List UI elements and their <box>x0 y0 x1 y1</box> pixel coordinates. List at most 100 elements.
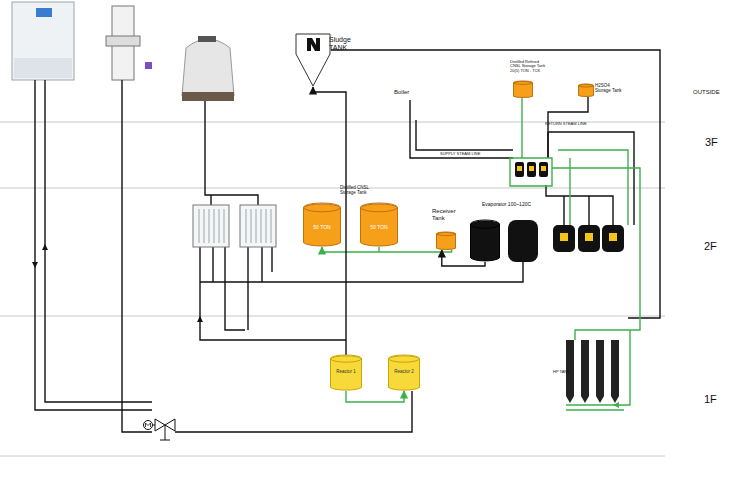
product-pipe <box>558 150 628 225</box>
tower-base <box>182 92 234 101</box>
tank-top <box>471 220 500 228</box>
tank-node: Reactor 1 <box>330 355 362 391</box>
black-tanks <box>508 162 624 262</box>
tank-top <box>361 203 398 212</box>
scrubber-band <box>106 36 140 46</box>
tank-node: Reactor 2 <box>388 355 420 391</box>
motor-mark <box>146 423 151 427</box>
chiller-base <box>14 58 72 78</box>
floor-label: RETURN STEAM LINE <box>545 122 605 126</box>
tank-logo <box>560 233 568 241</box>
flow-arrow <box>613 402 619 408</box>
tank-label: Receiver Tank <box>432 208 462 221</box>
return-steam-pipe <box>548 132 634 225</box>
evaporator-tank <box>508 220 538 262</box>
cooling-tower <box>182 36 234 101</box>
sludge-cone <box>296 34 330 86</box>
pump-symbol <box>144 419 176 440</box>
tank-logo <box>517 166 522 171</box>
scrubber-unit <box>106 6 152 80</box>
tank-label: Reactor 2 <box>388 370 420 375</box>
tank-logo <box>307 38 320 51</box>
supply-steam-pipe <box>410 100 513 158</box>
tank-outline <box>436 232 456 250</box>
tank-node: 50 TON <box>360 203 398 247</box>
pipe-connector <box>346 391 404 402</box>
tank-top <box>331 355 362 362</box>
reactor-tank <box>602 225 624 252</box>
small-reactor <box>539 162 548 177</box>
pump-pipe <box>175 391 412 432</box>
tank-top <box>304 203 341 212</box>
tower-pipe <box>205 101 258 205</box>
valve-half <box>165 419 175 431</box>
floor-label: OUTSIDE <box>693 89 743 96</box>
pipe-connector <box>322 247 452 252</box>
tank-body <box>437 233 456 250</box>
chiller-screen <box>36 8 52 17</box>
tank-node: Sludge TANK <box>295 32 357 87</box>
floor-label: SUPPLY STEAM LINE <box>440 152 500 156</box>
sludge-pipe <box>331 50 660 318</box>
green-pipes <box>379 98 640 410</box>
tank-outline <box>470 220 500 262</box>
floor-line <box>0 188 665 189</box>
floor-line <box>0 456 665 457</box>
flow-arrow <box>197 316 203 322</box>
exchanger-pipe <box>200 247 523 340</box>
floor-label: 3F <box>705 136 735 148</box>
tower-fan <box>198 36 216 42</box>
tank-label: Evaporator 100~120C <box>482 202 544 208</box>
scrubber-motor <box>145 62 152 69</box>
tank-label: Reactor 1 <box>330 370 362 375</box>
motor-circle <box>144 421 153 430</box>
column <box>581 340 589 403</box>
tank-outline <box>295 32 331 87</box>
reactor-tank <box>553 225 575 252</box>
tank-label: Distilled Refined CNSL Storage Tank 20(5… <box>510 60 550 73</box>
tank-body <box>514 82 533 98</box>
tank-node: Distilled Refined CNSL Storage Tank 20(5… <box>510 60 550 98</box>
exchanger-plates <box>199 209 224 243</box>
tank-top <box>437 232 456 236</box>
exchanger-plates <box>246 209 271 243</box>
cnsl-pipe <box>521 98 522 158</box>
tank-body <box>389 356 420 390</box>
chiller-pipe <box>35 80 152 410</box>
tank-body <box>331 356 362 390</box>
valve-stem <box>153 425 170 440</box>
exchanger-frame <box>240 205 276 247</box>
reactor-feed-pipe <box>546 185 613 225</box>
tank-label: Sludge TANK <box>329 36 359 51</box>
tank-logo <box>609 233 617 241</box>
tank-logo <box>529 166 534 171</box>
tank-top <box>579 84 594 87</box>
tower-body <box>182 39 234 96</box>
tank-outline <box>513 81 533 98</box>
floor-label: Distilled CNSL Storage Tank <box>340 186 370 196</box>
tank-top <box>514 81 533 84</box>
flow-arrow <box>42 244 48 250</box>
column <box>596 340 604 403</box>
small-reactor <box>515 162 524 177</box>
acid-pipe <box>548 97 588 158</box>
tank-node: Receiver Tank <box>432 208 460 250</box>
floor-label: Boiler <box>394 89 424 96</box>
tank-label: 50 TON <box>303 225 341 231</box>
tank-label: 50 TON <box>360 225 398 231</box>
hp-columns <box>566 340 619 403</box>
flow-arrow <box>32 262 38 268</box>
tank-node: H2SO4 Storage Tank <box>578 82 626 98</box>
small-reactor <box>527 162 536 177</box>
tank-body <box>579 85 594 97</box>
floor-label: 2F <box>704 240 734 252</box>
tank-label: H2SO4 Storage Tank <box>595 84 626 94</box>
scrubber-pipe <box>122 80 152 432</box>
floor-label: 1F <box>704 393 734 405</box>
floor-line <box>0 316 665 317</box>
chiller-body <box>12 2 74 80</box>
reactor-tank <box>578 225 600 252</box>
column <box>611 340 619 403</box>
tank-logo <box>585 233 593 241</box>
